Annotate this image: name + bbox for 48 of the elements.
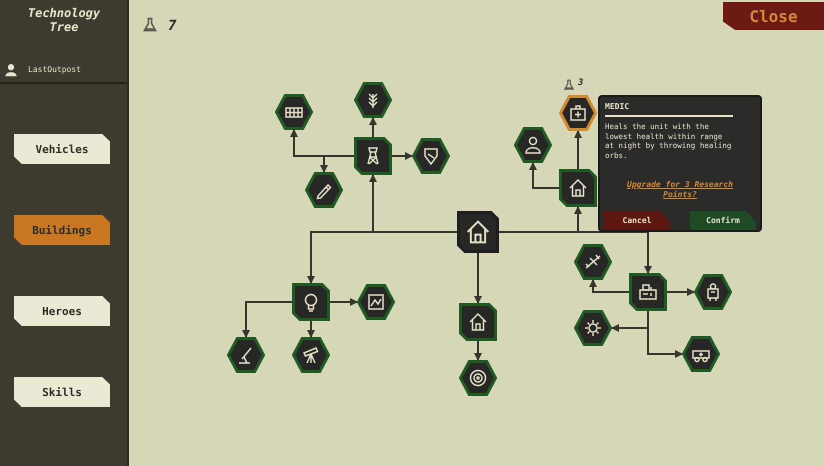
tech-node-hexagon [559,95,597,131]
tech-node-hexagon [412,138,450,174]
connector-arrow [474,253,482,304]
tech-node-hexagon [459,360,497,396]
tech-node-hexagon [292,337,330,373]
cancel-button: Cancel [604,211,670,230]
tech-node-hexagon [275,94,313,130]
upgrade-prompt: Upgrade for 3 Research Points? [626,180,734,200]
tech-node-hexagon [682,336,720,372]
tech-node-hexagon [514,127,552,163]
connector-arrow [574,130,582,169]
menu-button: Heroes [14,296,110,326]
research-points-count: 7 [168,18,176,34]
sidebar-title: Technology Tree [26,6,102,34]
tech-node-hexagon [694,274,732,310]
menu-button: Vehicles [14,134,110,164]
tech-node-tile [559,169,597,207]
connector-arrow [667,288,695,296]
tech-node-tile [457,211,499,253]
tech-node-tile [459,303,497,341]
connector-arrow [474,341,482,361]
connector-arrow [499,231,652,274]
menu-button: Buildings [14,215,110,245]
tech-node-tile [292,283,330,321]
connector-arrow [307,231,457,284]
connector-arrow [392,152,413,160]
connector-arrow [330,298,358,306]
tech-node-hexagon [574,310,612,346]
tech-node-hexagon [354,82,392,118]
tech-node-tile [629,273,667,311]
tech-node-tile [354,137,392,175]
connector-arrow [529,162,559,189]
player-name: LastOutpost [28,65,81,74]
confirm-button: Confirm [690,211,756,230]
tooltip-panel [598,95,762,232]
tooltip-heading: MEDIC [605,102,630,111]
tech-node-hexagon [357,284,395,320]
connector-arrow [242,301,292,338]
tech-node-hexagon [574,244,612,280]
close-button: Close [723,2,824,30]
connector-arrow [589,279,629,293]
connector-arrow [320,155,354,173]
tech-node-hexagon [305,172,343,208]
connector-arrow [307,321,315,338]
cost-number: 3 [578,78,584,88]
tech-node-hexagon [227,337,265,373]
menu-button: Skills [14,377,110,407]
connector-arrow [369,117,377,137]
